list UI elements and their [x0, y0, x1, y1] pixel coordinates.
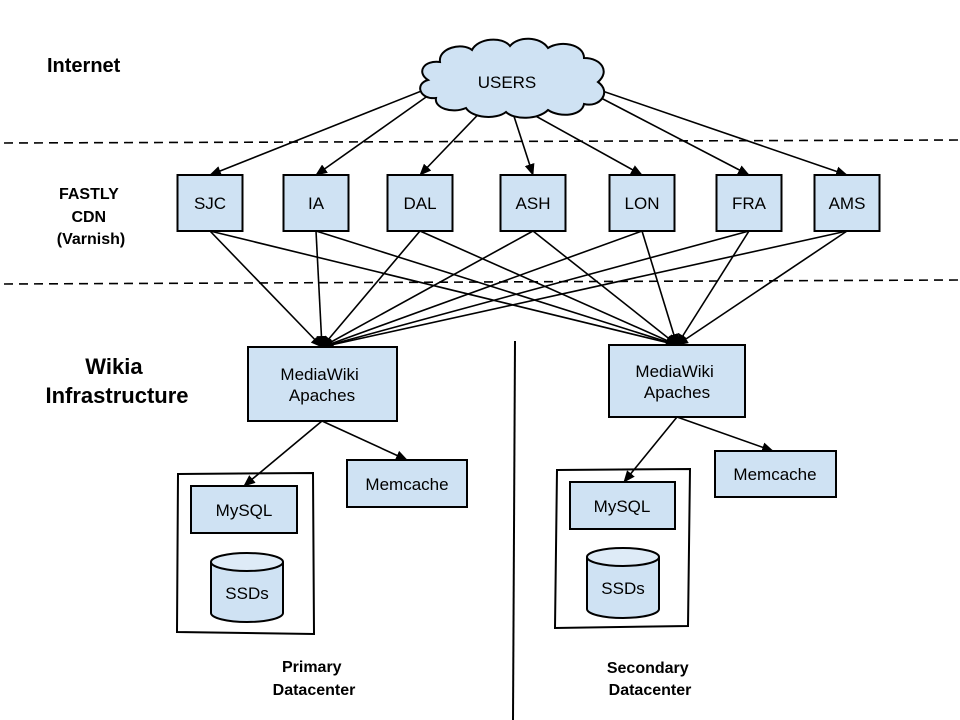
secondary-ssd-storage: SSDs: [586, 547, 660, 619]
secondary-db-container: [553, 467, 692, 630]
secondary-ssd-label: SSDs: [601, 579, 644, 598]
edges-layer: [209, 83, 848, 487]
edge-primary-apaches-to-mysql: [243, 420, 323, 487]
zone-label-cdn-line2: CDN: [71, 209, 106, 226]
edge-fra-to-primary-apaches: [321, 230, 750, 349]
edge-users-to-ia: [315, 89, 437, 176]
edge-lon-to-primary-apaches: [321, 230, 643, 348]
cdn-node-sjc: SJC: [176, 174, 244, 232]
primary-caption-line1: Primary: [282, 659, 342, 676]
primary-ssd-storage: SSDs: [210, 552, 284, 623]
zone-label-cdn-line1: FASTLY: [59, 186, 119, 203]
zone-label-cdn: FASTLY CDN (Varnish): [57, 186, 125, 248]
edge-ams-to-primary-apaches: [321, 230, 848, 350]
cdn-node-label: SJC: [194, 194, 226, 213]
cdn-node-label: FRA: [732, 194, 767, 213]
edge-users-to-sjc: [209, 85, 435, 176]
cdn-node-box: [176, 174, 244, 232]
cdn-node-fra: FRA: [715, 174, 783, 232]
primary-db-container: [175, 471, 316, 636]
primary-apaches-line2: Apaches: [289, 386, 355, 405]
cdn-node-box: [282, 174, 350, 232]
primary-mysql-node: [190, 485, 298, 534]
users-cloud: USERS: [419, 37, 605, 119]
edge-ash-to-secondary-apaches: [532, 230, 678, 346]
edge-primary-apaches-to-memcache: [321, 420, 408, 461]
secondary-caption-line2: Datacenter: [609, 682, 692, 699]
zone-label-infra-line1: Wikia: [85, 354, 143, 379]
zone-label-infra-line2: Infrastructure: [45, 383, 188, 408]
primary-ssd-label: SSDs: [225, 584, 268, 603]
cdn-infra-boundary: [3, 279, 959, 285]
cdn-node-label: LON: [625, 194, 660, 213]
cdn-node-ia: IA: [282, 174, 350, 232]
secondary-memcache-node: [714, 450, 837, 498]
cdn-node-lon: LON: [608, 174, 676, 232]
users-label: USERS: [478, 73, 537, 92]
edge-ash-to-primary-apaches: [321, 230, 534, 348]
primary-datacenter: MediaWiki Apaches Memcache MySQL SSDs Pr…: [175, 346, 468, 699]
edge-secondary-apaches-to-memcache: [676, 416, 774, 453]
edge-fra-to-secondary-apaches: [676, 230, 750, 346]
primary-apaches-label: MediaWiki Apaches: [280, 365, 363, 405]
primary-memcache-label: Memcache: [365, 475, 448, 494]
primary-apaches-line1: MediaWiki: [280, 365, 358, 384]
internet-cdn-boundary: [3, 139, 959, 144]
database-icon: [586, 557, 660, 619]
cdn-node-ash: ASH: [499, 174, 567, 232]
cdn-nodes: SJC IA DAL ASH LON FRA AMS: [176, 174, 881, 232]
secondary-apaches-node: [608, 344, 746, 418]
primary-caption-line2: Datacenter: [273, 682, 356, 699]
zone-label-internet: Internet: [47, 55, 121, 77]
cdn-node-label: ASH: [516, 194, 551, 213]
cloud-icon: [419, 37, 605, 119]
database-icon-top: [210, 552, 284, 572]
edge-users-to-fra: [577, 85, 750, 176]
zone-label-cdn-line3: (Varnish): [57, 231, 125, 248]
database-icon: [210, 562, 284, 623]
edge-users-to-ams: [581, 83, 848, 177]
cdn-node-box: [608, 174, 676, 232]
edge-secondary-apaches-to-mysql: [623, 416, 678, 483]
cdn-node-box: [499, 174, 567, 232]
secondary-mysql-label: MySQL: [594, 497, 651, 516]
secondary-datacenter: MediaWiki Apaches Memcache MySQL SSDs Se…: [553, 344, 837, 699]
secondary-mysql-node: [569, 481, 676, 530]
edge-sjc-to-secondary-apaches: [209, 230, 678, 348]
edge-lon-to-secondary-apaches: [641, 230, 679, 346]
secondary-apaches-line2: Apaches: [644, 383, 710, 402]
datacenter-divider: [512, 340, 516, 720]
edge-dal-to-primary-apaches: [321, 230, 421, 348]
secondary-apaches-label: MediaWiki Apaches: [635, 362, 718, 402]
database-icon-top: [586, 547, 660, 567]
cdn-node-dal: DAL: [386, 174, 454, 232]
primary-caption: Primary Datacenter: [273, 659, 356, 699]
cdn-node-box: [715, 174, 783, 232]
cdn-node-ams: AMS: [813, 174, 881, 232]
edge-sjc-to-primary-apaches: [209, 230, 323, 348]
edge-dal-to-secondary-apaches: [419, 230, 678, 346]
cdn-node-box: [813, 174, 881, 232]
cdn-node-box: [386, 174, 454, 232]
cdn-node-label: AMS: [829, 194, 866, 213]
secondary-caption-line1: Secondary: [607, 660, 689, 677]
primary-mysql-label: MySQL: [216, 501, 273, 520]
cdn-node-label: IA: [308, 194, 325, 213]
zone-label-infra: Wikia Infrastructure: [45, 354, 188, 408]
edge-ia-to-secondary-apaches: [315, 230, 678, 347]
primary-memcache-node: [346, 459, 468, 508]
primary-apaches-node: [247, 346, 398, 422]
cdn-node-label: DAL: [403, 194, 436, 213]
secondary-caption: Secondary Datacenter: [607, 660, 693, 699]
secondary-apaches-line1: MediaWiki: [635, 362, 713, 381]
edge-ams-to-secondary-apaches: [676, 230, 848, 346]
secondary-memcache-label: Memcache: [733, 465, 816, 484]
edge-ia-to-primary-apaches: [315, 230, 327, 348]
